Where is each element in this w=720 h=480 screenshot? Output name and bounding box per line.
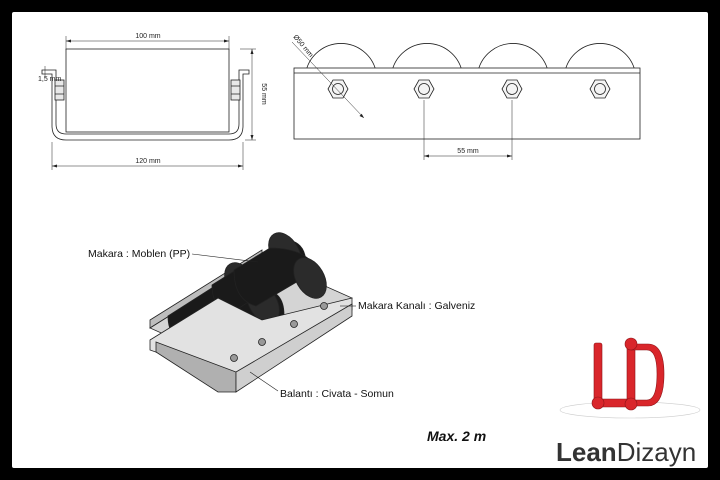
brand-bold: Lean bbox=[556, 437, 617, 467]
roller-end-rect bbox=[65, 48, 230, 133]
channel-profile bbox=[41, 69, 250, 141]
hex-nut-icon bbox=[501, 79, 523, 99]
label-fastener: Balantı : Civata - Somun bbox=[280, 388, 394, 400]
ld-logo-icon bbox=[559, 337, 701, 419]
label-channel: Makara Kanalı : Galveniz bbox=[358, 300, 475, 312]
hex-nut-icon bbox=[54, 79, 65, 101]
hex-nut-icon bbox=[230, 354, 238, 362]
roller-icon bbox=[233, 247, 327, 307]
isometric-view bbox=[149, 232, 356, 393]
technical-drawing: 100 mm 120 mm 55 mm 1,5 mm bbox=[38, 33, 701, 467]
hex-nut-icon bbox=[327, 79, 349, 99]
brand-light: Dizayn bbox=[617, 437, 696, 467]
label-roller: Makara : Moblen (PP) bbox=[88, 248, 190, 260]
hex-nut-icon bbox=[258, 338, 266, 346]
dim-diameter: Ø50 mm bbox=[291, 34, 314, 59]
channel-side bbox=[293, 67, 641, 140]
hex-nut-icon bbox=[589, 79, 611, 99]
dim-spacing: 55 mm bbox=[457, 148, 479, 155]
hex-nut-icon bbox=[320, 302, 328, 310]
roller-icon bbox=[477, 43, 549, 72]
dim-thickness: 1,5 mm bbox=[38, 76, 62, 83]
front-view bbox=[41, 36, 256, 170]
roller-icon bbox=[391, 43, 463, 72]
roller-icon bbox=[564, 43, 636, 72]
dim-width-bottom: 120 mm bbox=[135, 158, 160, 165]
brand-name: LeanDizayn bbox=[556, 437, 696, 467]
roller-icon bbox=[305, 43, 377, 72]
drawing-sheet: 100 mm 120 mm 55 mm 1,5 mm bbox=[12, 12, 708, 468]
side-view bbox=[291, 41, 641, 160]
hex-nut-icon bbox=[230, 79, 241, 101]
dim-height: 55 mm bbox=[260, 83, 267, 105]
hex-nut-icon bbox=[290, 320, 298, 328]
hex-nut-icon bbox=[413, 79, 435, 99]
dim-width-top: 100 mm bbox=[135, 33, 160, 40]
max-length: Max. 2 m bbox=[427, 428, 486, 444]
